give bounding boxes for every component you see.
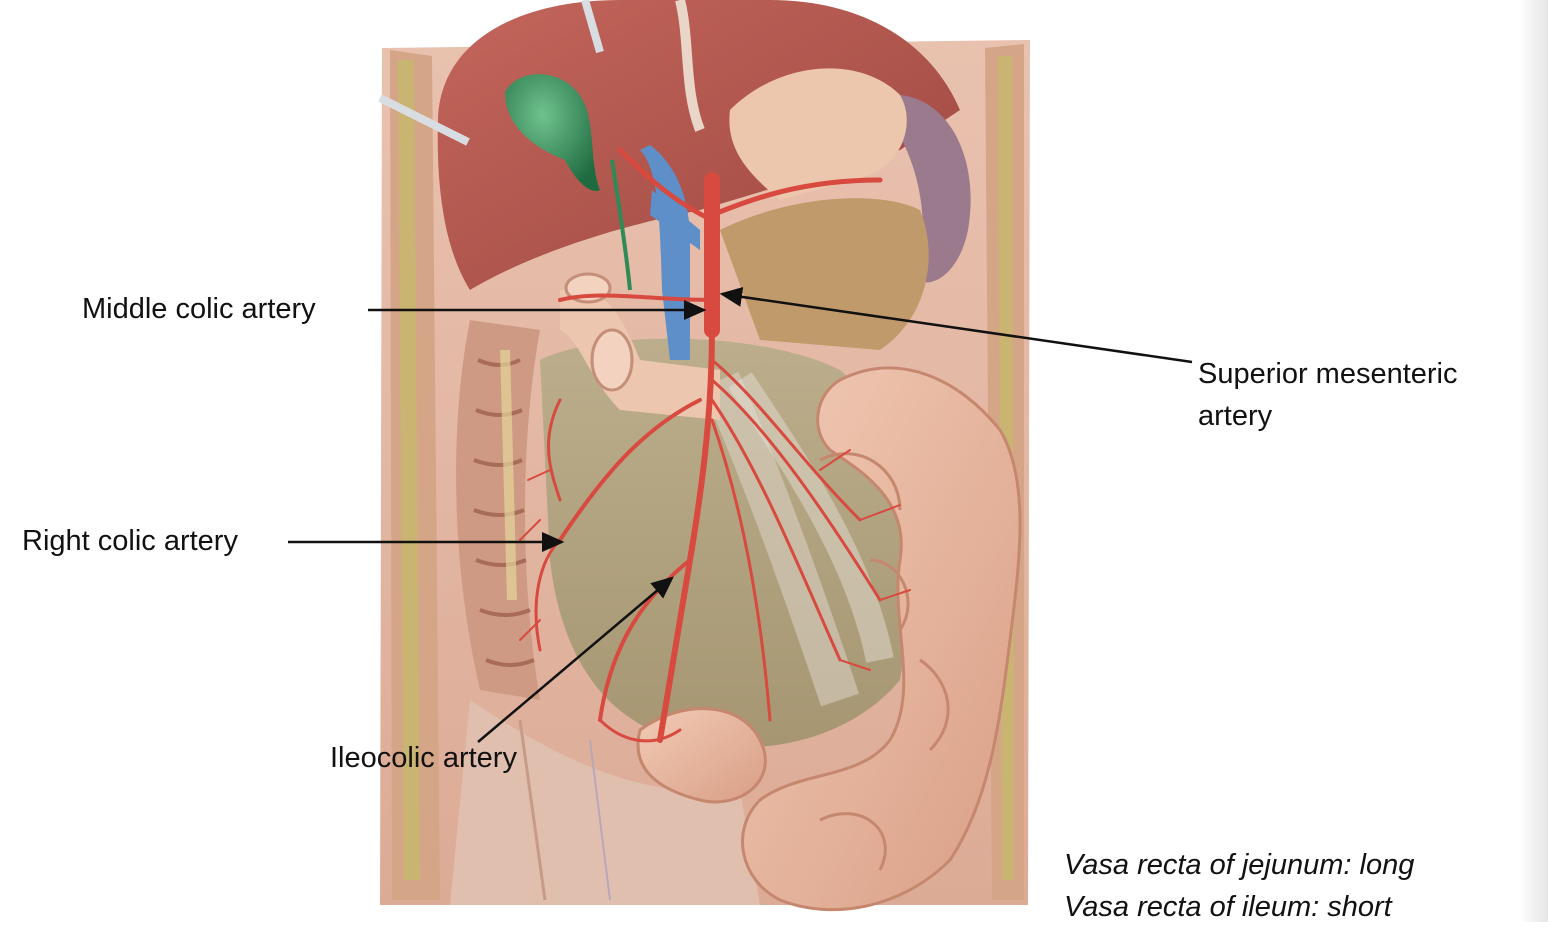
retractors: [378, 0, 604, 146]
label-ileocolic-artery: Ileocolic artery: [330, 742, 517, 774]
note-vasa-recta: Vasa recta of jejunum: long Vasa recta o…: [1064, 844, 1414, 928]
duodenum: [560, 288, 720, 420]
label-superior-mesenteric-artery: Superior mesenteric artery: [1198, 353, 1458, 437]
note-jejunum: Vasa recta of jejunum: long: [1064, 849, 1415, 881]
label-middle-colic-artery: Middle colic artery: [82, 293, 316, 325]
label-superior-mesenteric-line1: Superior mesenteric: [1198, 358, 1458, 390]
label-superior-mesenteric-line2: artery: [1198, 400, 1273, 433]
stomach: [729, 68, 907, 200]
gallbladder: [505, 74, 600, 191]
slide-edge-shadow: [1518, 0, 1548, 922]
note-ileum: Vasa recta of ileum: short: [1064, 891, 1392, 924]
arterial-tree: [519, 147, 911, 743]
label-right-colic-artery: Right colic artery: [22, 525, 238, 557]
spleen: [890, 95, 971, 283]
